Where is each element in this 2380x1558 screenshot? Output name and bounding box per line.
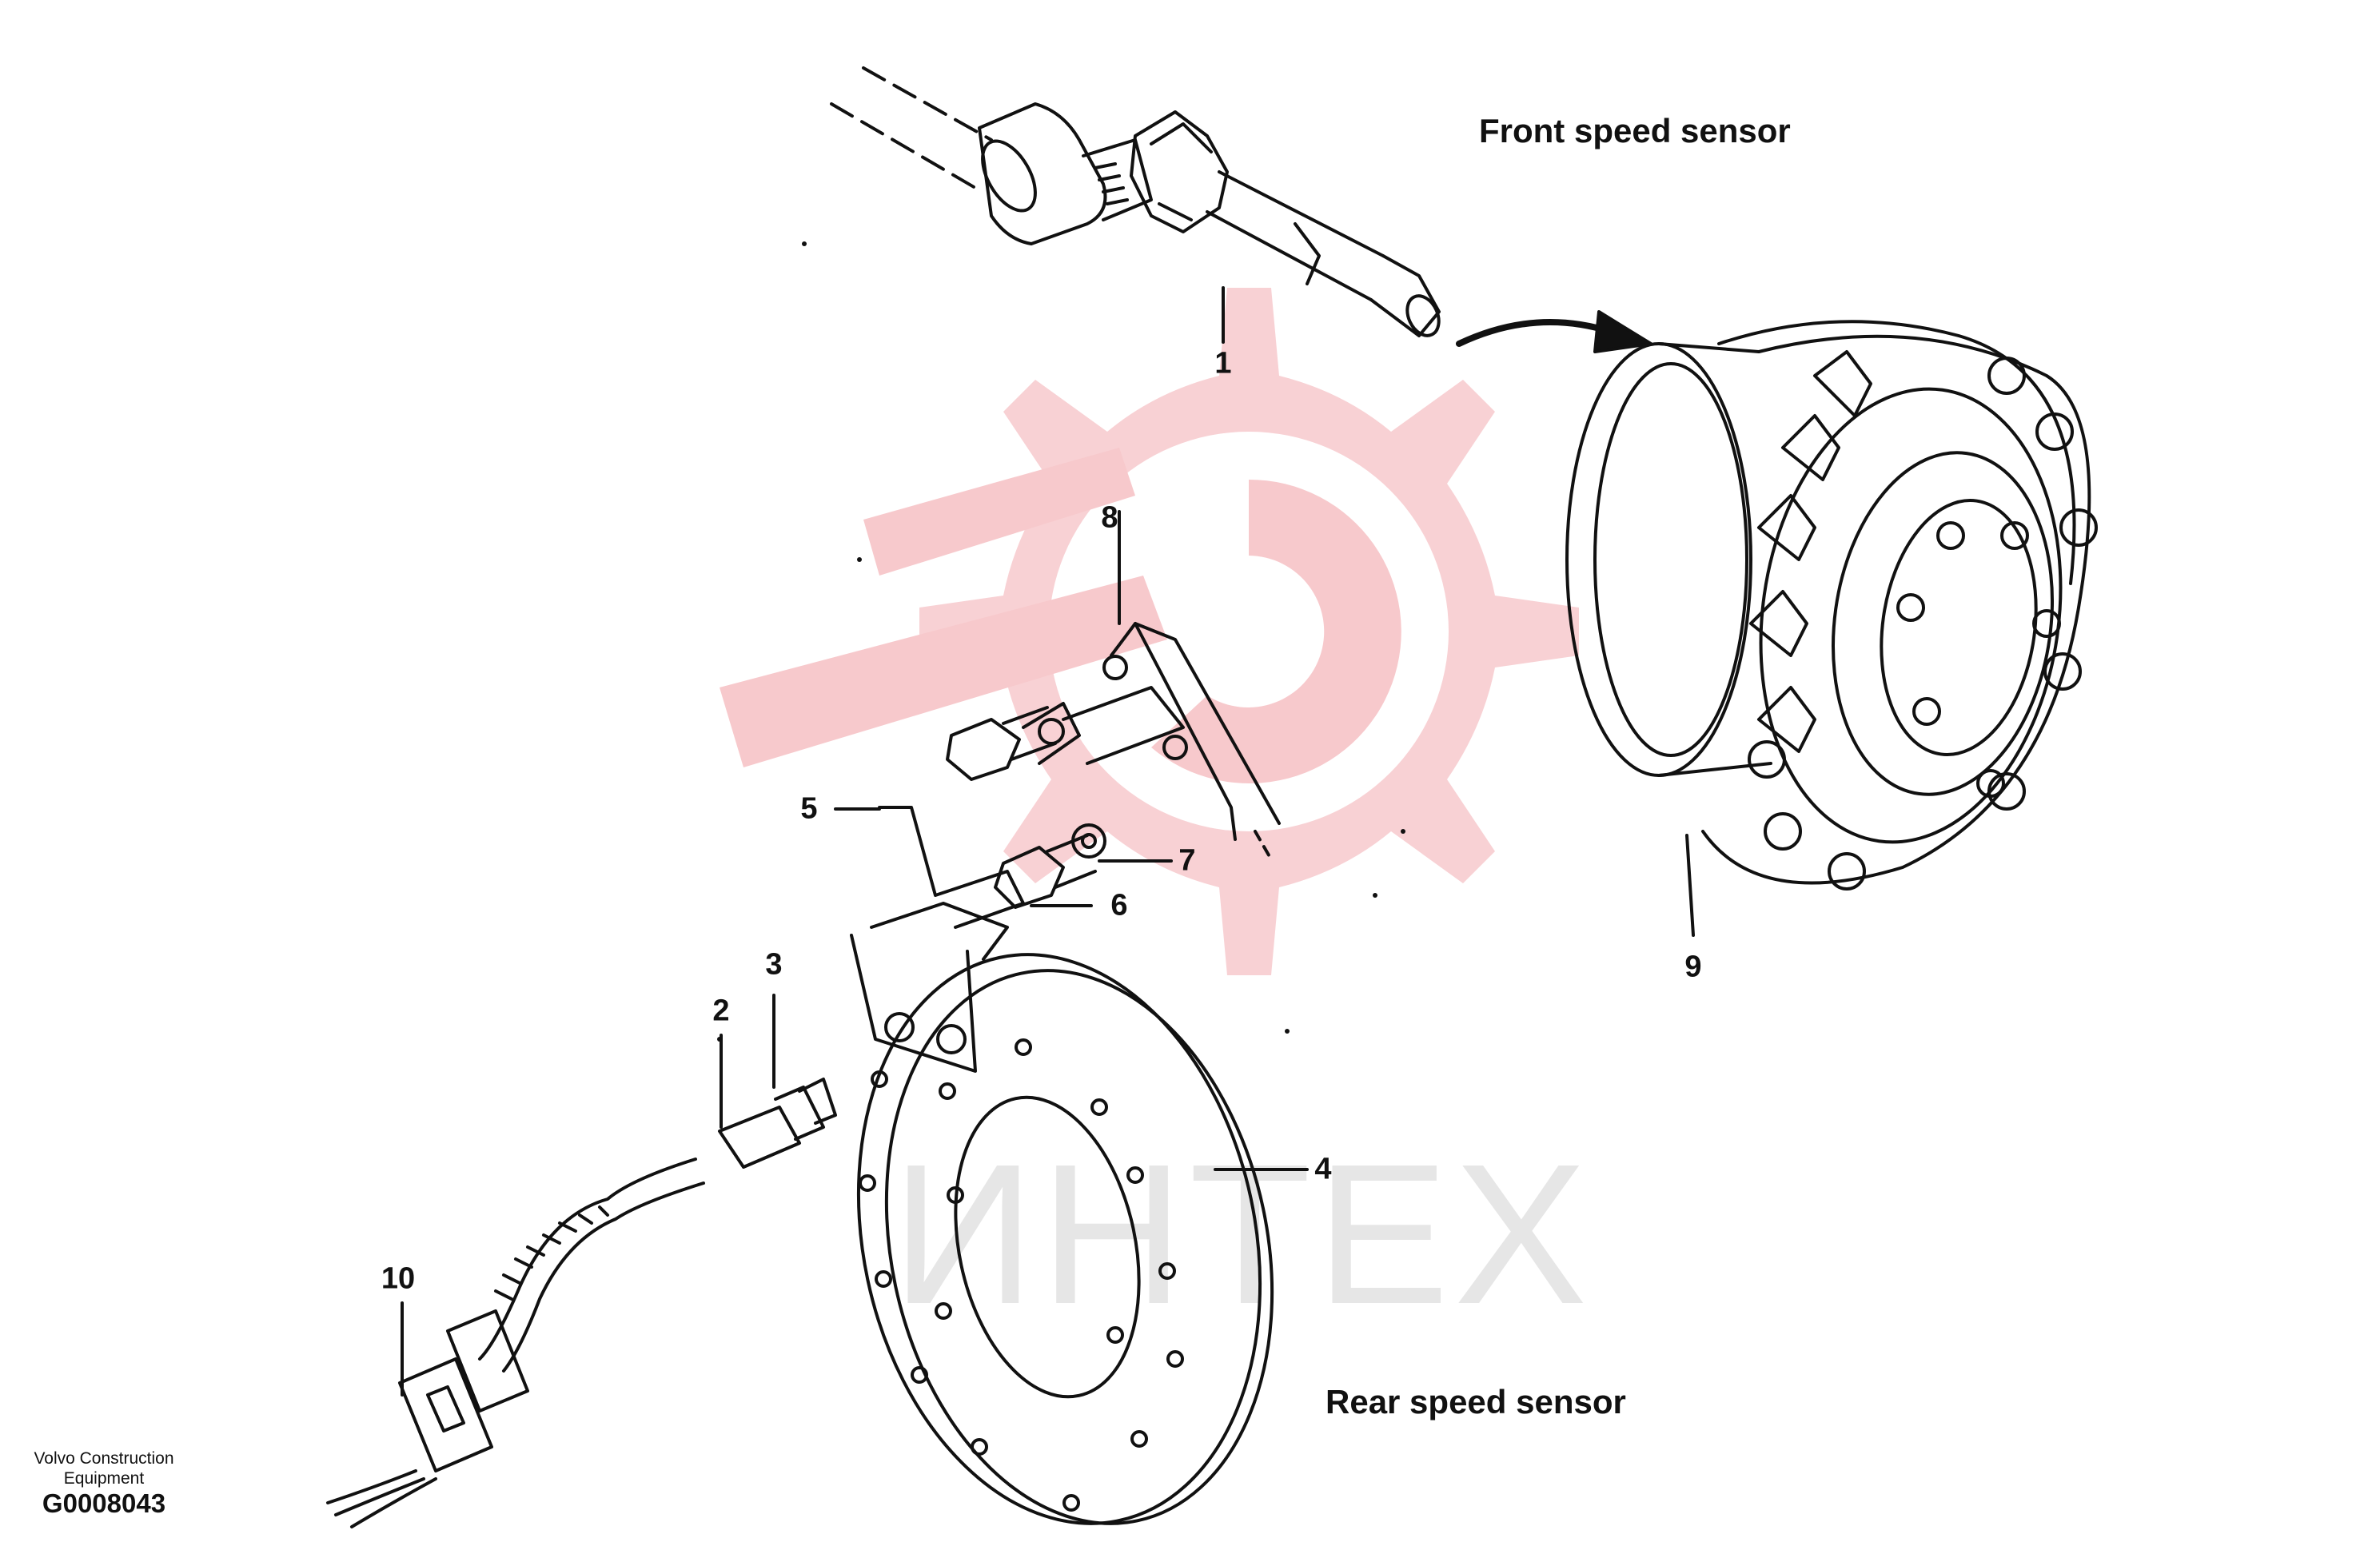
credit-block: Volvo Construction Equipment G0008043 — [0, 1448, 208, 1519]
credit-company-suffix: Equipment — [63, 1469, 145, 1488]
callout-8: 8 — [1101, 500, 1118, 535]
callout-7: 7 — [1178, 843, 1196, 878]
front-sensor-probe — [830, 66, 1441, 337]
callout-1: 1 — [1214, 346, 1232, 381]
callout-3: 3 — [765, 947, 783, 982]
rear-sensor-cable — [326, 994, 837, 1528]
rear-sensor-disc — [856, 953, 1309, 1525]
callout-5: 5 — [800, 791, 818, 826]
callout-4: 4 — [1314, 1152, 1332, 1186]
figure-code: G0008043 — [42, 1488, 166, 1518]
callout-6: 6 — [1110, 888, 1128, 922]
mounting-bracket-8 — [1022, 510, 1281, 861]
rear-sensor-heading: Rear speed sensor — [1326, 1383, 1626, 1421]
callout-10: 10 — [381, 1261, 416, 1296]
sensor-bracket-5 — [850, 806, 1025, 1073]
credit-company: Volvo Construction — [34, 1449, 174, 1468]
wheel-hub — [1565, 320, 2098, 937]
front-sensor-heading: Front speed sensor — [1479, 112, 1791, 149]
bolts — [946, 706, 1106, 909]
callout-2: 2 — [712, 994, 730, 1028]
callout-9: 9 — [1684, 950, 1702, 984]
